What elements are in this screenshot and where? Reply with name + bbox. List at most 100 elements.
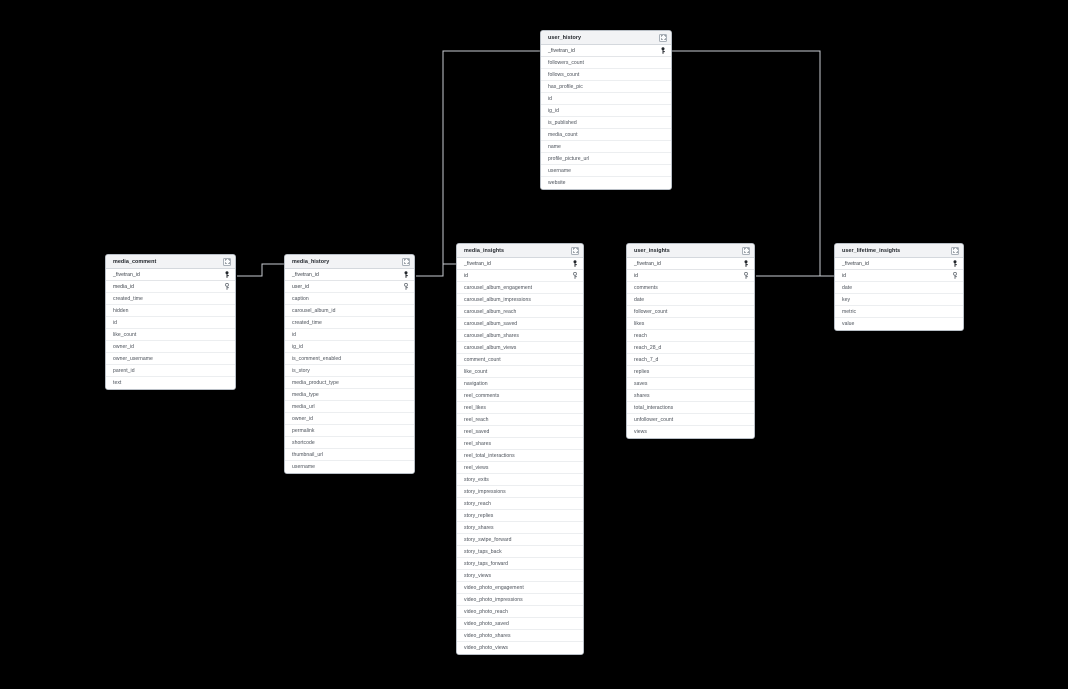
table-header[interactable]: media_history: [285, 255, 414, 269]
field-row[interactable]: unfollower_count: [627, 414, 754, 426]
expand-icon[interactable]: [951, 246, 959, 255]
field-row[interactable]: saves: [627, 378, 754, 390]
field-row[interactable]: like_count: [457, 366, 583, 378]
field-row[interactable]: story_taps_back: [457, 546, 583, 558]
field-row[interactable]: id: [106, 317, 235, 329]
field-row[interactable]: user_id: [285, 281, 414, 293]
field-row[interactable]: name: [541, 141, 671, 153]
field-row[interactable]: key: [835, 294, 963, 306]
field-row[interactable]: value: [835, 318, 963, 330]
field-row[interactable]: story_impressions: [457, 486, 583, 498]
field-row[interactable]: comments: [627, 282, 754, 294]
field-row[interactable]: has_profile_pic: [541, 81, 671, 93]
field-row[interactable]: video_photo_shares: [457, 630, 583, 642]
field-row[interactable]: reel_likes: [457, 402, 583, 414]
field-row[interactable]: shortcode: [285, 437, 414, 449]
field-row[interactable]: caption: [285, 293, 414, 305]
field-row[interactable]: story_reach: [457, 498, 583, 510]
field-row[interactable]: views: [627, 426, 754, 438]
field-row[interactable]: parent_id: [106, 365, 235, 377]
field-row[interactable]: owner_id: [285, 413, 414, 425]
field-row[interactable]: media_url: [285, 401, 414, 413]
field-row[interactable]: date: [627, 294, 754, 306]
field-row[interactable]: _fivetran_id: [541, 45, 671, 57]
field-row[interactable]: carousel_album_views: [457, 342, 583, 354]
table-header[interactable]: user_insights: [627, 244, 754, 258]
field-row[interactable]: comment_count: [457, 354, 583, 366]
field-row[interactable]: _fivetran_id: [835, 258, 963, 270]
field-row[interactable]: reel_views: [457, 462, 583, 474]
field-row[interactable]: carousel_album_saved: [457, 318, 583, 330]
field-row[interactable]: reach: [627, 330, 754, 342]
field-row[interactable]: story_views: [457, 570, 583, 582]
field-row[interactable]: reach_28_d: [627, 342, 754, 354]
field-row[interactable]: video_photo_saved: [457, 618, 583, 630]
field-row[interactable]: profile_picture_url: [541, 153, 671, 165]
field-row[interactable]: reel_reach: [457, 414, 583, 426]
field-row[interactable]: story_taps_forward: [457, 558, 583, 570]
field-row[interactable]: reel_saved: [457, 426, 583, 438]
field-row[interactable]: navigation: [457, 378, 583, 390]
table-header[interactable]: user_history: [541, 31, 671, 45]
field-row[interactable]: _fivetran_id: [457, 258, 583, 270]
field-row[interactable]: carousel_album_impressions: [457, 294, 583, 306]
expand-icon[interactable]: [571, 246, 579, 255]
field-row[interactable]: metric: [835, 306, 963, 318]
field-row[interactable]: reach_7_d: [627, 354, 754, 366]
field-row[interactable]: video_photo_views: [457, 642, 583, 654]
field-row[interactable]: story_exits: [457, 474, 583, 486]
field-row[interactable]: media_product_type: [285, 377, 414, 389]
field-row[interactable]: reel_total_interactions: [457, 450, 583, 462]
expand-icon[interactable]: [402, 257, 410, 266]
field-row[interactable]: id: [285, 329, 414, 341]
field-row[interactable]: ig_id: [285, 341, 414, 353]
field-row[interactable]: thumbnail_url: [285, 449, 414, 461]
field-row[interactable]: shares: [627, 390, 754, 402]
table-header[interactable]: media_insights: [457, 244, 583, 258]
field-row[interactable]: video_photo_impressions: [457, 594, 583, 606]
field-row[interactable]: owner_username: [106, 353, 235, 365]
field-row[interactable]: id: [835, 270, 963, 282]
field-row[interactable]: carousel_album_engagement: [457, 282, 583, 294]
field-row[interactable]: text: [106, 377, 235, 389]
field-row[interactable]: like_count: [106, 329, 235, 341]
field-row[interactable]: ig_id: [541, 105, 671, 117]
table-header[interactable]: media_comment: [106, 255, 235, 269]
field-row[interactable]: likes: [627, 318, 754, 330]
field-row[interactable]: follows_count: [541, 69, 671, 81]
field-row[interactable]: story_replies: [457, 510, 583, 522]
field-row[interactable]: follower_count: [627, 306, 754, 318]
field-row[interactable]: id: [541, 93, 671, 105]
field-row[interactable]: _fivetran_id: [106, 269, 235, 281]
field-row[interactable]: replies: [627, 366, 754, 378]
expand-icon[interactable]: [742, 246, 750, 255]
field-row[interactable]: is_story: [285, 365, 414, 377]
field-row[interactable]: carousel_album_id: [285, 305, 414, 317]
field-row[interactable]: created_time: [106, 293, 235, 305]
field-row[interactable]: is_comment_enabled: [285, 353, 414, 365]
field-row[interactable]: followers_count: [541, 57, 671, 69]
field-row[interactable]: story_swipe_forward: [457, 534, 583, 546]
field-row[interactable]: story_shares: [457, 522, 583, 534]
field-row[interactable]: media_type: [285, 389, 414, 401]
field-row[interactable]: username: [285, 461, 414, 473]
expand-icon[interactable]: [223, 257, 231, 266]
field-row[interactable]: reel_shares: [457, 438, 583, 450]
table-header[interactable]: user_lifetime_insights: [835, 244, 963, 258]
field-row[interactable]: _fivetran_id: [285, 269, 414, 281]
field-row[interactable]: media_count: [541, 129, 671, 141]
field-row[interactable]: _fivetran_id: [627, 258, 754, 270]
field-row[interactable]: is_published: [541, 117, 671, 129]
field-row[interactable]: reel_comments: [457, 390, 583, 402]
field-row[interactable]: date: [835, 282, 963, 294]
field-row[interactable]: video_photo_engagement: [457, 582, 583, 594]
field-row[interactable]: carousel_album_shares: [457, 330, 583, 342]
field-row[interactable]: id: [457, 270, 583, 282]
field-row[interactable]: created_time: [285, 317, 414, 329]
